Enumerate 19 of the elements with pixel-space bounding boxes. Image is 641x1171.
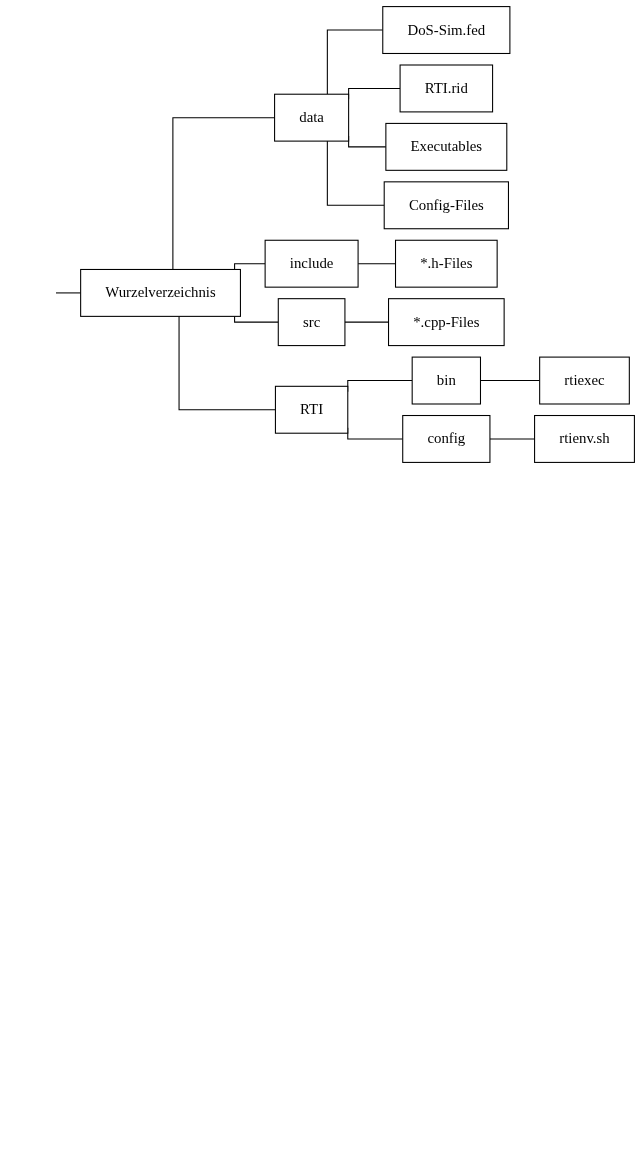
- connector: [234, 263, 266, 270]
- node-box: DoS-Sim.fed: [382, 6, 511, 54]
- connector: [326, 140, 385, 206]
- node-box: Config-Files: [383, 181, 509, 230]
- node-box: rtiexec: [539, 356, 630, 405]
- connector: [234, 315, 279, 323]
- node-box: data: [274, 93, 350, 142]
- node-box: src: [277, 298, 346, 347]
- node-box: config: [402, 415, 491, 463]
- node-box: RTI.rid: [399, 64, 494, 113]
- node-box: Wurzelverzeichnis: [80, 268, 241, 317]
- node-box: include: [264, 239, 359, 288]
- node-box: *.cpp-Files: [388, 298, 505, 347]
- node-box: Executables: [385, 122, 508, 171]
- connector: [178, 315, 276, 411]
- node-box: bin: [411, 356, 481, 405]
- node-box: *.h-Files: [395, 239, 498, 288]
- node-box: rtienv.sh: [534, 415, 635, 463]
- node-box: RTI: [274, 385, 349, 434]
